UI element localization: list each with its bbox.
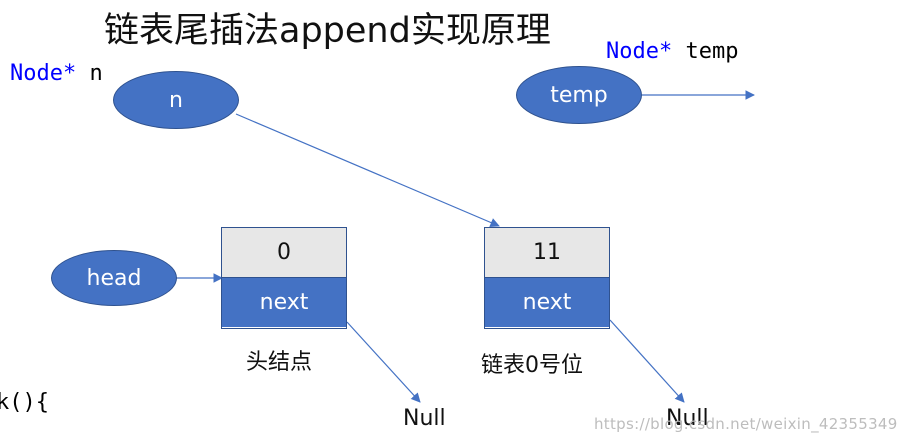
code-node-temp: Node* temp bbox=[606, 39, 738, 64]
diagram-title: 链表尾插法append实现原理 bbox=[104, 11, 551, 51]
arrow-node1-next-to-null bbox=[609, 319, 685, 403]
arrow-layer bbox=[176, 90, 755, 403]
null-label: Null bbox=[403, 406, 446, 431]
code-type: Node* bbox=[606, 39, 673, 64]
pointer-temp-ellipse: temp bbox=[516, 66, 642, 124]
pointer-n-ellipse: n bbox=[113, 71, 239, 129]
list-node-1: 11 next bbox=[484, 227, 610, 329]
node-next: next bbox=[222, 278, 346, 327]
code-type: Node* bbox=[10, 61, 77, 86]
code-var: n bbox=[89, 61, 103, 86]
code-node-n: Node* n bbox=[10, 61, 103, 86]
code-fragment: k(){ bbox=[0, 390, 49, 415]
node-value: 11 bbox=[485, 228, 609, 278]
head-label: head bbox=[86, 265, 142, 291]
arrow-n-to-node1 bbox=[235, 113, 500, 228]
null-label: Null bbox=[666, 406, 709, 431]
node-caption: 头结点 bbox=[246, 350, 313, 375]
head-ellipse: head bbox=[51, 250, 177, 306]
list-node-0: 0 next bbox=[221, 227, 347, 329]
arrow-node0-next-to-null bbox=[346, 321, 421, 403]
pointer-n-label: n bbox=[169, 87, 183, 113]
code-var: temp bbox=[685, 39, 739, 64]
pointer-temp-label: temp bbox=[550, 82, 608, 108]
node-value: 0 bbox=[222, 228, 346, 278]
node-next: next bbox=[485, 278, 609, 327]
watermark: https://blog.csdn.net/weixin_42355349 bbox=[594, 415, 898, 433]
node-caption: 链表0号位 bbox=[481, 353, 583, 378]
